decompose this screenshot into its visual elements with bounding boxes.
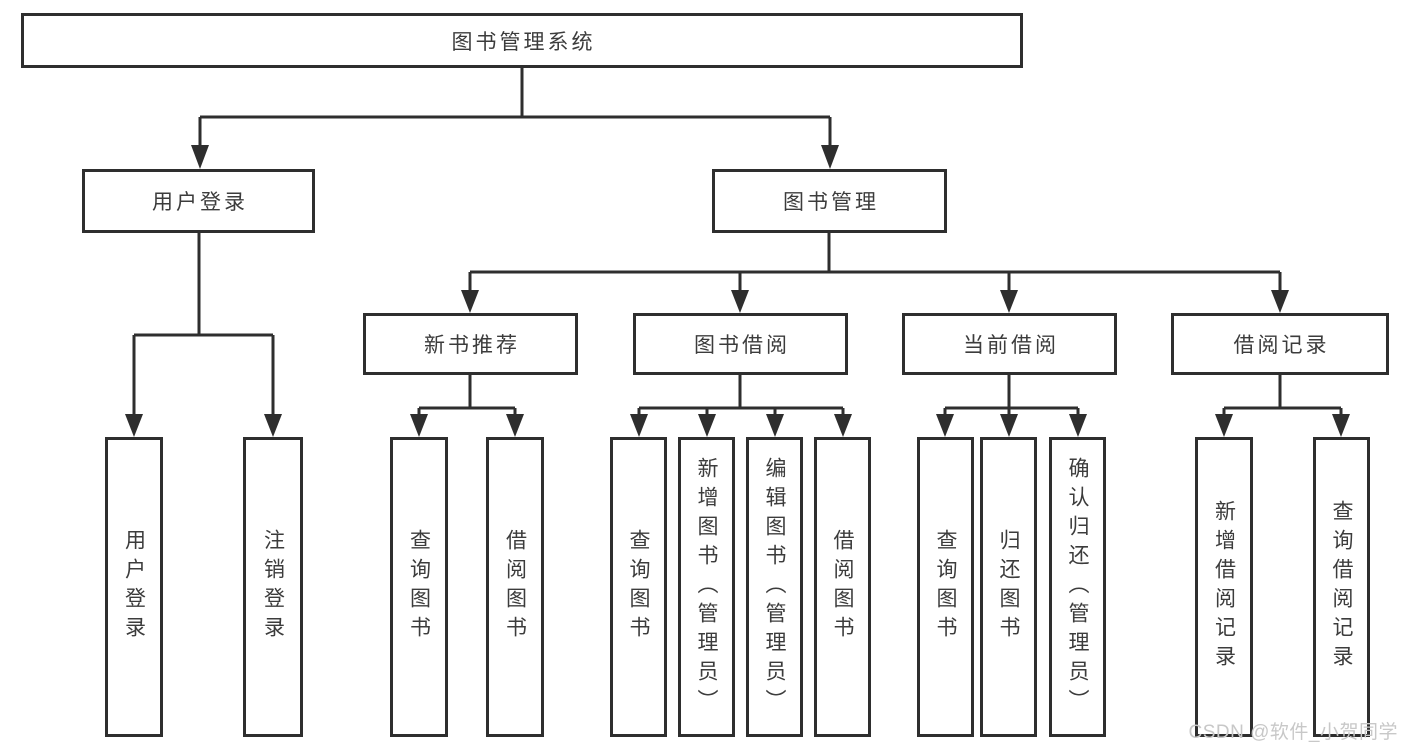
leaf-borrowing-edit-books-label: 编辑图书（管理员） xyxy=(763,456,786,718)
node-new-book-recommend-label: 新书推荐 xyxy=(424,334,520,357)
current-borrowing-fork xyxy=(936,375,1087,437)
leaf-user-login-label: 用户登录 xyxy=(122,529,146,645)
root-fork xyxy=(191,68,839,169)
leaf-current-query-books: 查询图书 xyxy=(917,437,974,737)
arrow-down-icon xyxy=(766,414,784,437)
leaf-records-add-record-label: 新增借阅记录 xyxy=(1212,500,1236,674)
arrow-down-icon xyxy=(191,145,209,169)
arrow-down-icon xyxy=(936,414,954,437)
arrow-down-icon xyxy=(410,414,428,437)
leaf-user-login: 用户登录 xyxy=(105,437,163,737)
arrow-down-icon xyxy=(821,145,839,169)
arrow-down-icon xyxy=(1215,414,1233,437)
node-book-management-label: 图书管理 xyxy=(783,191,879,214)
leaf-borrowing-add-books-label: 新增图书（管理员） xyxy=(695,456,718,718)
node-current-borrowing: 当前借阅 xyxy=(902,313,1117,375)
leaf-borrowing-borrow-books: 借阅图书 xyxy=(814,437,871,737)
node-new-book-recommend: 新书推荐 xyxy=(363,313,578,375)
book-management-fork xyxy=(461,233,1289,313)
node-book-borrowing-label: 图书借阅 xyxy=(694,334,790,357)
user-login-fork xyxy=(125,233,282,437)
leaf-borrowing-borrow-books-label: 借阅图书 xyxy=(831,529,854,645)
leaf-current-confirm-return-label: 确认归还（管理员） xyxy=(1066,456,1089,718)
leaf-current-confirm-return: 确认归还（管理员） xyxy=(1049,437,1106,737)
arrow-down-icon xyxy=(264,414,282,437)
arrow-down-icon xyxy=(1000,414,1018,437)
arrow-down-icon xyxy=(698,414,716,437)
leaf-recommend-query-books-label: 查询图书 xyxy=(407,529,431,645)
leaf-recommend-query-books: 查询图书 xyxy=(390,437,448,737)
leaf-records-query-record-label: 查询借阅记录 xyxy=(1330,500,1353,674)
node-user-login: 用户登录 xyxy=(82,169,315,233)
node-book-borrowing: 图书借阅 xyxy=(633,313,848,375)
node-user-login-label: 用户登录 xyxy=(152,191,248,214)
leaf-recommend-borrow-books: 借阅图书 xyxy=(486,437,544,737)
node-book-management: 图书管理 xyxy=(712,169,947,233)
leaf-records-add-record: 新增借阅记录 xyxy=(1195,437,1253,737)
leaf-current-return-books: 归还图书 xyxy=(980,437,1037,737)
borrowing-records-fork xyxy=(1215,375,1350,437)
leaf-borrowing-edit-books: 编辑图书（管理员） xyxy=(746,437,803,737)
leaf-records-query-record: 查询借阅记录 xyxy=(1313,437,1370,737)
node-root: 图书管理系统 xyxy=(21,13,1023,68)
leaf-logout-label: 注销登录 xyxy=(261,529,285,645)
leaf-borrowing-add-books: 新增图书（管理员） xyxy=(678,437,735,737)
node-root-label: 图书管理系统 xyxy=(451,30,596,54)
arrow-down-icon xyxy=(1271,290,1289,313)
node-borrowing-records: 借阅记录 xyxy=(1171,313,1389,375)
arrow-down-icon xyxy=(1332,414,1350,437)
arrow-down-icon xyxy=(1069,414,1087,437)
leaf-logout: 注销登录 xyxy=(243,437,303,737)
arrow-down-icon xyxy=(834,414,852,437)
leaf-borrowing-query-books-label: 查询图书 xyxy=(627,529,650,645)
arrow-down-icon xyxy=(461,290,479,313)
leaf-current-return-books-label: 归还图书 xyxy=(997,529,1020,645)
arrow-down-icon xyxy=(630,414,648,437)
csdn-watermark: CSDN @软件_小贺同学 xyxy=(1188,722,1398,743)
book-borrowing-fork xyxy=(630,375,852,437)
node-current-borrowing-label: 当前借阅 xyxy=(963,334,1059,357)
leaf-recommend-borrow-books-label: 借阅图书 xyxy=(503,529,527,645)
node-borrowing-records-label: 借阅记录 xyxy=(1233,334,1330,357)
arrow-down-icon xyxy=(1000,290,1018,313)
new-book-recommend-fork xyxy=(410,375,524,437)
arrow-down-icon xyxy=(731,290,749,313)
leaf-borrowing-query-books: 查询图书 xyxy=(610,437,667,737)
arrow-down-icon xyxy=(506,414,524,437)
leaf-current-query-books-label: 查询图书 xyxy=(934,529,957,645)
arrow-down-icon xyxy=(125,414,143,437)
